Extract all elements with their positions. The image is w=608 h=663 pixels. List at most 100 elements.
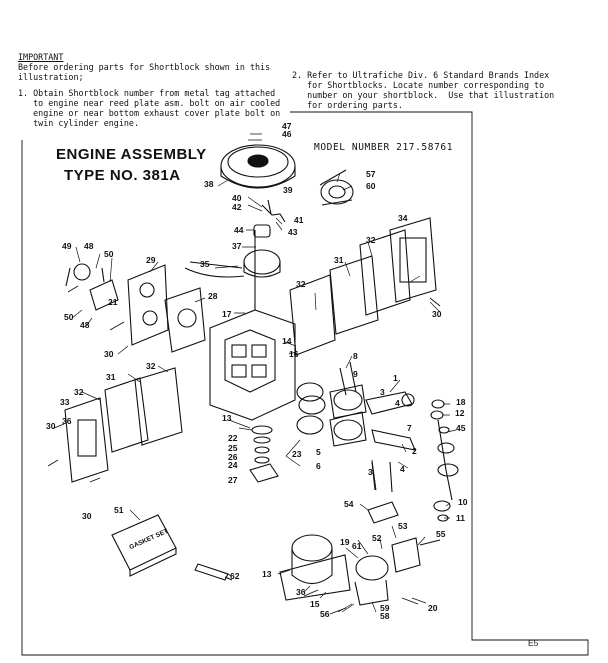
part-label-37: 37	[232, 241, 242, 251]
part-label-20: 20	[428, 603, 438, 613]
part-label-32b: 32	[296, 279, 306, 289]
part-label-38: 38	[204, 179, 214, 189]
item1-line-4: twin cylinder engine.	[18, 118, 140, 128]
part-label-12: 12	[455, 408, 465, 418]
part-label-15: 15	[310, 599, 320, 609]
item2-line-4: for ordering parts.	[292, 100, 403, 110]
pistons-rings	[296, 361, 367, 447]
item2-line-1: 2. Refer to Ultrafiche Div. 6 Standard B…	[292, 70, 550, 80]
part-label-36b: 36	[296, 587, 306, 597]
part-label-6: 6	[316, 461, 321, 471]
part-label-4a: 4	[395, 398, 400, 408]
connecting-rods	[365, 391, 416, 493]
part-label-10: 10	[458, 497, 468, 507]
sealant-tube	[194, 563, 233, 581]
part-label-14: 14	[282, 336, 292, 346]
part-label-32c: 32	[146, 361, 156, 371]
part-label-31a: 31	[334, 255, 344, 265]
part-label-24: 24	[228, 460, 238, 470]
part-label-32d: 32	[74, 387, 84, 397]
part-label-3b: 3	[368, 467, 373, 477]
part-label-11: 11	[456, 513, 465, 523]
diagram-border	[21, 111, 589, 656]
part-label-39: 39	[283, 185, 293, 195]
left-covers	[64, 264, 206, 483]
part-label-46: 46	[282, 129, 292, 139]
model-number: MODEL NUMBER 217.58761	[314, 142, 454, 153]
part-label-53: 53	[398, 521, 408, 531]
right-covers	[289, 217, 437, 356]
part-label-29: 29	[146, 255, 156, 265]
part-label-36: 36	[62, 416, 72, 426]
part-label-58: 58	[380, 611, 390, 621]
part-label-30a: 30	[432, 309, 442, 319]
part-label-45: 45	[456, 423, 466, 433]
gasket-set-box	[111, 514, 177, 577]
item1-line-1: 1. Obtain Shortblock number from metal t…	[18, 88, 276, 98]
item2-line-3: number on your shortblock. Use that illu…	[292, 90, 555, 100]
page-code: E5	[528, 638, 539, 648]
item1-line-2: to engine near reed plate asm. bolt on a…	[18, 98, 281, 108]
part-label-55: 55	[436, 529, 446, 539]
coil-spool	[253, 224, 271, 238]
part-label-8: 8	[353, 351, 358, 361]
choke-linkage	[261, 199, 286, 223]
part-label-7: 7	[407, 423, 412, 433]
part-label-35: 35	[200, 259, 210, 269]
part-label-34: 34	[398, 213, 408, 223]
part-label-17: 17	[222, 309, 232, 319]
part-label-48a: 48	[84, 241, 94, 251]
important-heading: IMPORTANT	[18, 52, 64, 62]
part-label-43: 43	[288, 227, 298, 237]
part-label-50b: 50	[64, 312, 74, 322]
part-label-25: 25	[228, 443, 238, 453]
seal-12	[430, 410, 444, 420]
part-label-16: 16	[289, 349, 299, 359]
part-label-57: 57	[366, 169, 376, 179]
part-label-30d: 30	[82, 511, 92, 521]
spacer-block-54	[367, 501, 399, 524]
thermostat-fitting	[65, 263, 119, 311]
part-label-51: 51	[114, 505, 124, 515]
item2-line-2: for Shortblocks. Locate number correspon…	[292, 80, 545, 90]
part-label-27: 27	[228, 475, 238, 485]
part-label-59: 59	[380, 603, 390, 613]
magneto-coil	[184, 249, 281, 278]
part-label-13b: 13	[262, 569, 272, 579]
crankcase-block	[209, 230, 296, 421]
part-label-22: 22	[228, 433, 238, 443]
part-label-47: 47	[282, 121, 292, 131]
starter-assembly	[319, 169, 354, 206]
part-label-33: 33	[60, 397, 70, 407]
washer-stack	[249, 425, 279, 483]
part-label-23: 23	[292, 449, 302, 459]
title-type-number: TYPE NO. 381A	[64, 167, 181, 184]
part-label-40: 40	[232, 193, 242, 203]
part-label-18: 18	[456, 397, 466, 407]
part-label-21: 21	[108, 297, 118, 307]
part-label-30b: 30	[104, 349, 114, 359]
part-label-60: 60	[366, 181, 376, 191]
fuel-pump	[391, 537, 441, 573]
part-label-19: 19	[340, 537, 350, 547]
carburetor	[279, 534, 389, 606]
part-label-2: 2	[412, 446, 417, 456]
part-label-61: 61	[352, 541, 362, 551]
item1-line-3: engine or near bottom exhaust cover plat…	[18, 108, 281, 118]
part-label-1: 1	[393, 373, 398, 383]
part-label-3: 3	[380, 387, 385, 397]
bearing-18	[431, 399, 445, 409]
part-label-5: 5	[316, 447, 321, 457]
part-label-48b: 48	[80, 320, 90, 330]
part-label-52: 52	[372, 533, 382, 543]
part-label-32a: 32	[366, 235, 376, 245]
intro-line-2: illustration;	[18, 72, 84, 82]
part-label-26: 26	[228, 452, 238, 462]
part-label-13a: 13	[222, 413, 232, 423]
part-label-31b: 31	[106, 372, 116, 382]
part-label-54: 54	[344, 499, 354, 509]
part-label-56: 56	[320, 609, 330, 619]
part-label-9: 9	[353, 369, 358, 379]
intro-line-1: Before ordering parts for Shortblock sho…	[18, 62, 271, 72]
